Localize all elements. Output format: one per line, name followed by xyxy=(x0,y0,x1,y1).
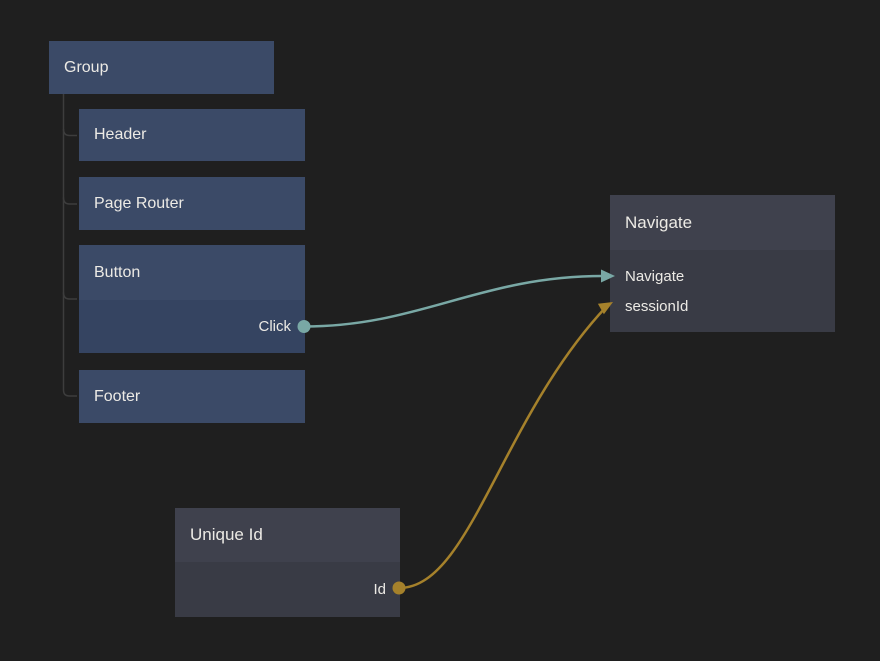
connection-click-to-navigate[interactable] xyxy=(303,274,604,328)
node-group-title: Group xyxy=(64,58,109,76)
input-row-sessionid[interactable]: sessionId xyxy=(610,291,835,321)
node-footer[interactable]: Footer xyxy=(79,370,305,423)
output-row-id: Id xyxy=(175,562,400,617)
node-navigate-title: Navigate xyxy=(625,212,693,232)
node-button-header: Button xyxy=(79,245,305,300)
node-navigate[interactable]: Navigate Navigate sessionId xyxy=(610,195,835,332)
node-button-title: Button xyxy=(94,263,141,281)
node-button[interactable]: Button Click xyxy=(79,245,305,353)
tree-tick-page-router xyxy=(62,197,77,205)
node-page-router-title: Page Router xyxy=(94,194,184,212)
node-navigate-header: Navigate xyxy=(610,195,835,250)
node-navigate-body: Navigate sessionId xyxy=(610,250,835,332)
output-row-click: Click xyxy=(79,300,305,353)
connection-id-to-sessionid[interactable] xyxy=(398,306,607,590)
output-label-id: Id xyxy=(373,581,386,598)
tree-tick-button xyxy=(62,292,77,300)
tree-tick-header xyxy=(62,128,77,137)
tree-trunk-line xyxy=(62,94,77,397)
node-header-child[interactable]: Header xyxy=(79,109,305,161)
node-unique-id[interactable]: Unique Id Id xyxy=(175,508,400,617)
node-group[interactable]: Group xyxy=(49,41,274,94)
node-footer-title: Footer xyxy=(94,387,141,405)
node-unique-id-body: Id xyxy=(175,562,400,617)
input-label-navigate: Navigate xyxy=(625,267,685,285)
node-button-body: Click xyxy=(79,300,305,353)
node-page-router[interactable]: Page Router xyxy=(79,177,305,230)
node-unique-id-header: Unique Id xyxy=(175,508,400,562)
output-label-click: Click xyxy=(258,318,292,335)
input-row-navigate[interactable]: Navigate xyxy=(610,261,835,291)
node-unique-id-title: Unique Id xyxy=(190,525,263,544)
input-label-sessionid: sessionId xyxy=(625,297,689,315)
node-header-title: Header xyxy=(94,126,147,143)
